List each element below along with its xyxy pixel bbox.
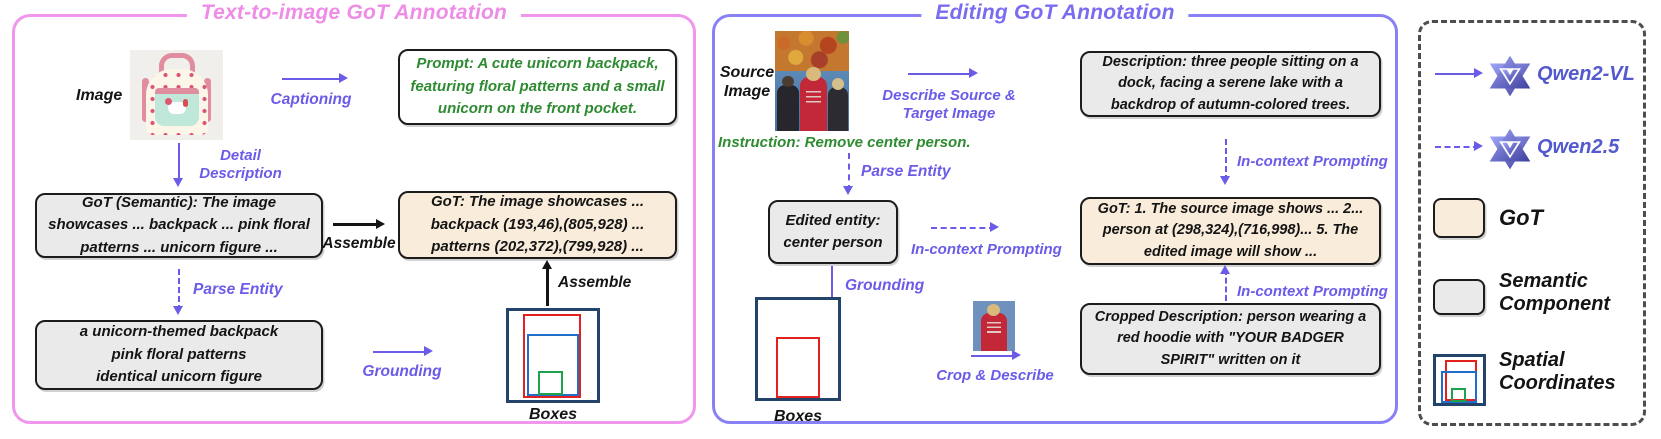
- panel-title-editing: Editing GoT Annotation: [921, 1, 1189, 25]
- solid-arrow-key: [1435, 67, 1483, 78]
- assemble-label: Assemble: [322, 235, 396, 252]
- prompt-text: Prompt: A cute unicorn backpack, featuri…: [410, 55, 665, 118]
- cropped-description-box: Cropped Description: person wearing a re…: [1080, 303, 1381, 375]
- crop-describe-arrow: [971, 349, 1021, 360]
- grounding-label-edit: Grounding: [845, 277, 925, 294]
- boxes-label-edit: Boxes: [773, 408, 823, 425]
- got-semantic-text: GoT (Semantic): The image showcases ... …: [48, 193, 310, 256]
- person-right: [828, 78, 848, 131]
- spatial-legend-label: Spatial Coordinates: [1499, 349, 1616, 395]
- describe-label: Describe Source & Target Image: [882, 87, 1016, 122]
- person-left: [777, 76, 799, 131]
- parse-entity-arrow: [172, 269, 183, 315]
- backpack-strap-right: [204, 78, 211, 122]
- image-label: Image: [76, 87, 123, 104]
- boxes-label: Boxes: [528, 406, 578, 423]
- qwen2-5-logo-icon: [1489, 128, 1531, 170]
- red-bbox: [523, 314, 581, 398]
- semantic-legend-label: Semantic Component: [1499, 270, 1611, 316]
- assemble-arrow-right: [333, 218, 385, 229]
- in-context-arrow-down: [1219, 139, 1230, 185]
- crop-describe-label: Crop & Describe: [936, 367, 1054, 384]
- cropped-person-figure: [981, 304, 1007, 351]
- in-context-arrow-up: [1219, 265, 1230, 301]
- blue-bbox-key: [1441, 371, 1477, 403]
- detail-description-arrow: [172, 143, 183, 187]
- instruction-text: Instruction: Remove center person.: [718, 134, 971, 151]
- in-context-label-down: In-context Prompting: [1237, 153, 1388, 170]
- got-edit-text: GoT: 1. The source image shows ... 2... …: [1097, 200, 1364, 260]
- cropped-hoodie-text: [987, 322, 1001, 334]
- semantic-swatch: [1433, 279, 1485, 315]
- got-semantic-box: GoT (Semantic): The image showcases ... …: [35, 193, 323, 258]
- in-context-arrow-right: [931, 221, 999, 232]
- red-bbox-edit: [776, 337, 820, 398]
- legend: Qwen2-VL Qwen2.5 GoT Semantic Component …: [1418, 20, 1646, 426]
- in-context-label-up: In-context Prompting: [1237, 283, 1388, 300]
- source-image: [775, 31, 849, 131]
- parse-entity-label-edit: Parse Entity: [861, 163, 951, 180]
- autumn-trees: [775, 31, 849, 71]
- green-bbox: [538, 371, 563, 395]
- describe-arrow: [908, 67, 978, 78]
- cropped-description-text: Cropped Description: person wearing a re…: [1094, 308, 1367, 368]
- description-text: Description: three people sitting on a d…: [1102, 53, 1359, 113]
- backpack-handle: [158, 53, 195, 76]
- backpack-pocket: [154, 88, 199, 126]
- person-center: [800, 67, 827, 131]
- parse-entity-label: Parse Entity: [193, 281, 283, 298]
- panel-editing: Editing GoT Annotation Source Image Inst…: [712, 1, 1398, 425]
- assemble-up-label: Assemble: [558, 274, 632, 291]
- captioning-label: Captioning: [270, 91, 352, 108]
- qwen2-vl-logo-icon: [1489, 55, 1531, 97]
- assemble-arrow-up: [541, 260, 552, 306]
- entities-box: a unicorn-themed backpack pink floral pa…: [35, 320, 323, 390]
- got-edit-box: GoT: 1. The source image shows ... 2... …: [1080, 197, 1381, 265]
- qwen2-5-label: Qwen2.5: [1537, 136, 1620, 158]
- panel-title-text-to-image: Text-to-image GoT Annotation: [186, 1, 522, 25]
- got-t2i-text: GoT: The image showcases ... backpack (1…: [430, 193, 645, 256]
- description-box: Description: three people sitting on a d…: [1080, 51, 1381, 117]
- source-image-label: Source Image: [719, 64, 775, 101]
- spatial-swatch: [1433, 354, 1486, 406]
- entity-line: identical unicorn figure: [96, 368, 262, 386]
- grounding-arrow: [373, 345, 433, 356]
- panel-text-to-image: Text-to-image GoT Annotation Image Capti…: [12, 1, 696, 424]
- parse-entity-arrow-edit: [842, 153, 853, 195]
- entity-line: pink floral patterns: [111, 345, 247, 363]
- backpack-body: [145, 69, 208, 135]
- backpack-image: [130, 50, 223, 140]
- blue-bbox: [527, 334, 579, 396]
- entity-line: a unicorn-themed backpack: [79, 323, 279, 341]
- in-context-label-right: In-context Prompting: [911, 241, 1062, 258]
- prompt-box: Prompt: A cute unicorn backpack, featuri…: [398, 49, 677, 125]
- got-swatch: [1433, 198, 1485, 238]
- detail-description-label: Detail Description: [199, 147, 282, 182]
- qwen2-vl-label: Qwen2-VL: [1537, 63, 1635, 85]
- spatial-boxes-diagram: [506, 308, 600, 403]
- grounding-label: Grounding: [362, 363, 442, 380]
- got-t2i-box: GoT: The image showcases ... backpack (1…: [398, 191, 677, 259]
- edited-entity-text: Edited entity: center person: [783, 211, 883, 252]
- edited-entity-box: Edited entity: center person: [768, 200, 898, 264]
- dashed-arrow-key: [1435, 140, 1483, 151]
- got-legend-label: GoT: [1499, 205, 1543, 230]
- green-bbox-key: [1451, 388, 1466, 402]
- captioning-arrow: [282, 72, 348, 83]
- spatial-boxes-diagram-edit: [755, 297, 841, 401]
- unicorn-figure: [164, 98, 188, 114]
- hoodie-text: [806, 91, 821, 103]
- cropped-person-image: [973, 301, 1015, 351]
